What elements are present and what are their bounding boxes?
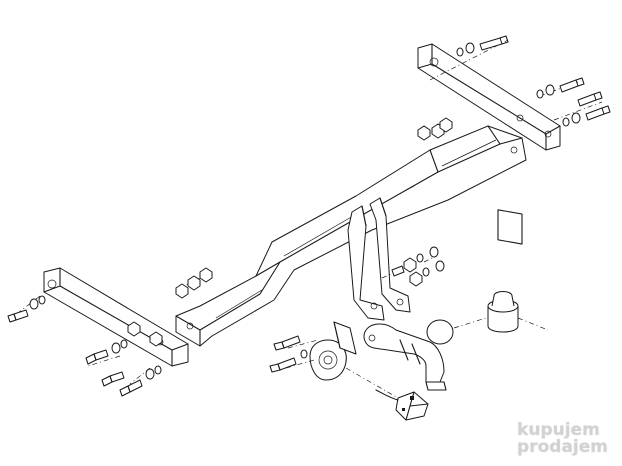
center-bracket	[347, 197, 411, 321]
bolt-set-bracket	[391, 246, 445, 287]
bolt-set-socket	[269, 335, 308, 373]
bolt-set-left	[7, 295, 163, 397]
electrical-socket	[309, 321, 357, 381]
nut-set-top-left	[175, 267, 213, 299]
ball-cover-cap	[487, 291, 519, 333]
watermark-logo: kupujem prodajem	[517, 422, 608, 456]
watermark-line-1: kupujem	[517, 420, 600, 440]
bolt-set-upper-right	[456, 35, 611, 127]
wiring-connector	[375, 389, 429, 421]
right-mounting-plate	[417, 43, 561, 151]
tow-ball-arm	[363, 319, 454, 391]
watermark-line-2: prodajem	[517, 437, 608, 457]
assembly-guide-lines	[13, 39, 603, 399]
nut-set-top-center	[417, 117, 453, 141]
